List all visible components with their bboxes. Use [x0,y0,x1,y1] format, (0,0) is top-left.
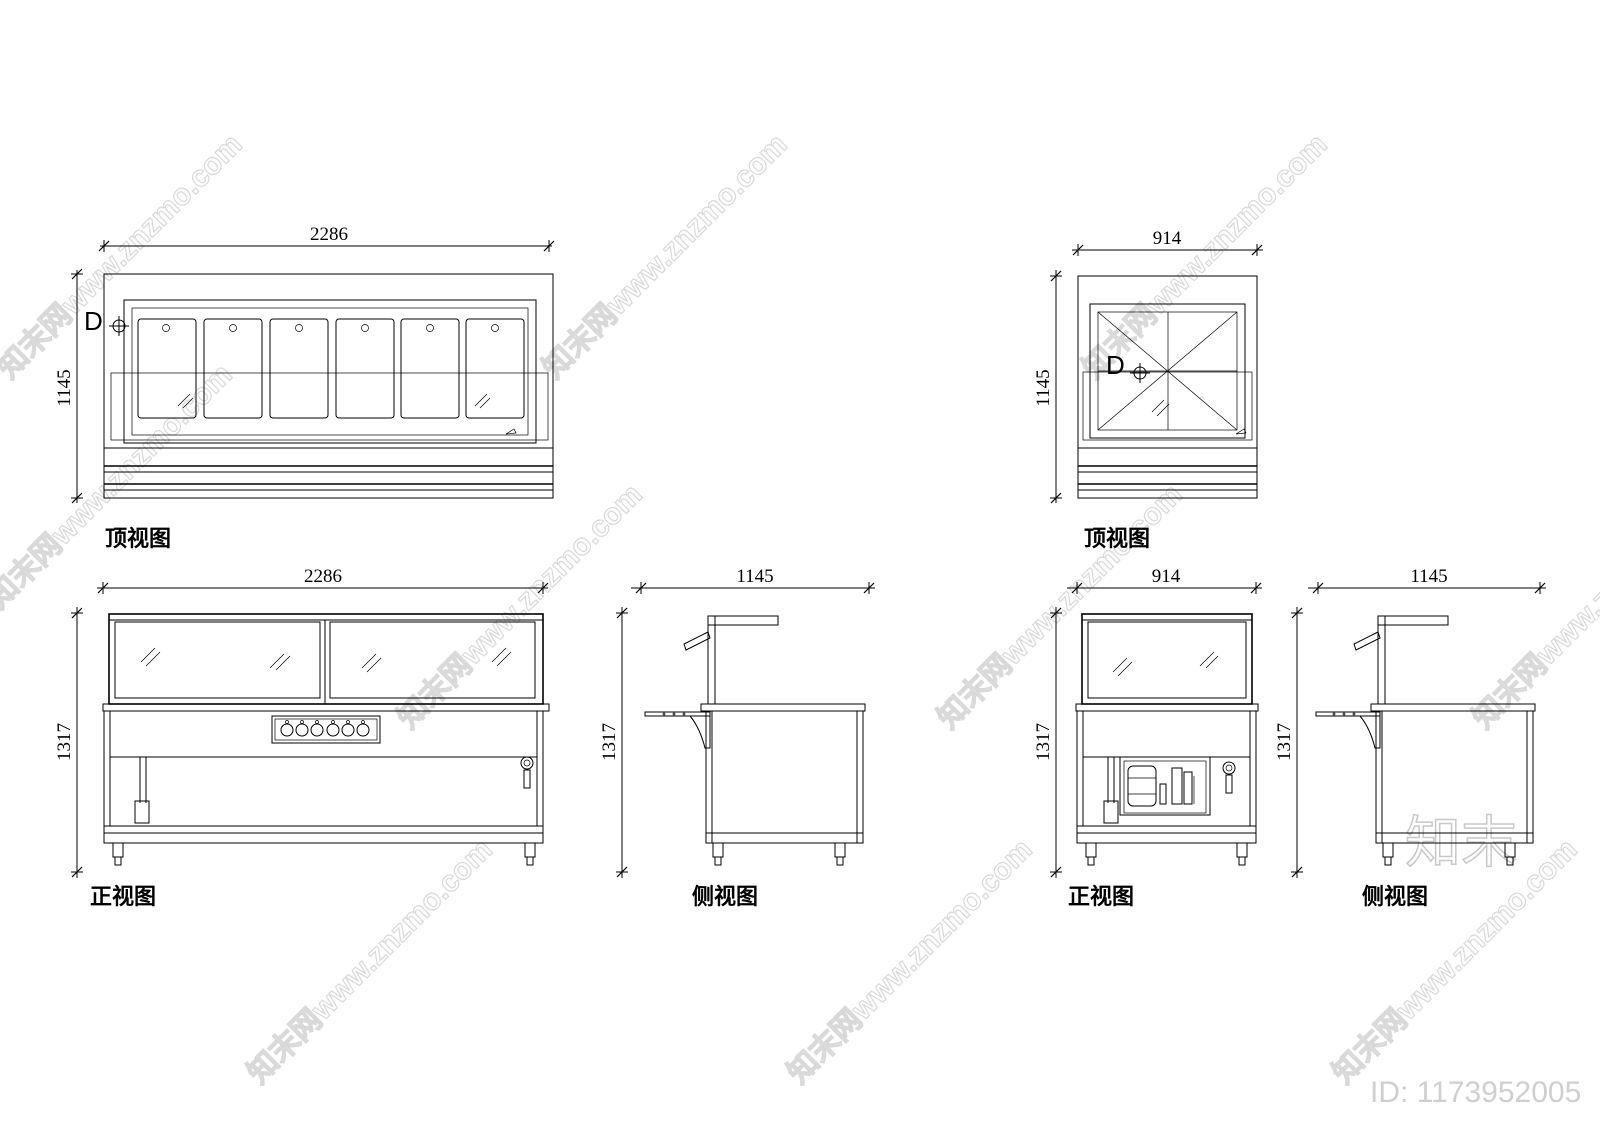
watermark-text: 知末网www.znzmo.com [392,478,649,735]
left-side-view: 1145 1317 [599,566,875,878]
view-label: 侧视图 [1362,884,1428,910]
watermark-text: 知末网www.znzmo.com [1467,478,1600,735]
view-label: 正视图 [90,884,156,910]
dimension-height: 1317 [1274,723,1295,761]
watermark-layer: 知末网www.znzmo.com 知末网www.znzmo.com 知末网www… [0,127,1600,1109]
right-side-view: 1145 1317 [1274,566,1546,878]
dimension-depth: 1145 [54,369,75,406]
watermark-id: ID: 1173952005 [1370,1076,1581,1109]
dimension-depth: 1145 [1033,369,1054,406]
dimension-width: 1145 [1410,566,1447,587]
view-label: 顶视图 [105,526,171,552]
dimension-height: 1317 [599,723,620,761]
dimension-width: 2286 [310,224,348,245]
dimension-width: 1145 [736,566,773,587]
view-label: 侧视图 [692,884,758,910]
section-marker: D [1106,350,1125,380]
watermark-text: 知末网www.znzmo.com [932,478,1189,735]
watermark-text: 知末网www.znzmo.com [242,833,499,1090]
dimension-height: 1317 [1033,723,1054,761]
watermark-text: 知末网www.znzmo.com [537,128,794,385]
left-top-view: 2286 1145 [54,224,555,504]
view-label: 顶视图 [1084,526,1150,552]
watermark-text: 知末网www.znzmo.com [1077,128,1334,385]
right-top-view: 914 1145 D [1033,228,1263,504]
watermark-text: 知末网www.znzmo.com [0,358,239,615]
dimension-width: 2286 [304,566,342,587]
watermark-text: 知末网www.znzmo.com [782,833,1039,1090]
view-label: 正视图 [1068,884,1134,910]
section-marker: D [84,306,103,336]
left-front-view: 2286 1317 [54,566,550,878]
dimension-height: 1317 [54,723,75,761]
food-pan-row [137,318,525,419]
dimension-width: 914 [1152,566,1181,587]
dimension-width: 914 [1153,228,1182,249]
right-front-view: 914 1317 [1033,566,1262,878]
